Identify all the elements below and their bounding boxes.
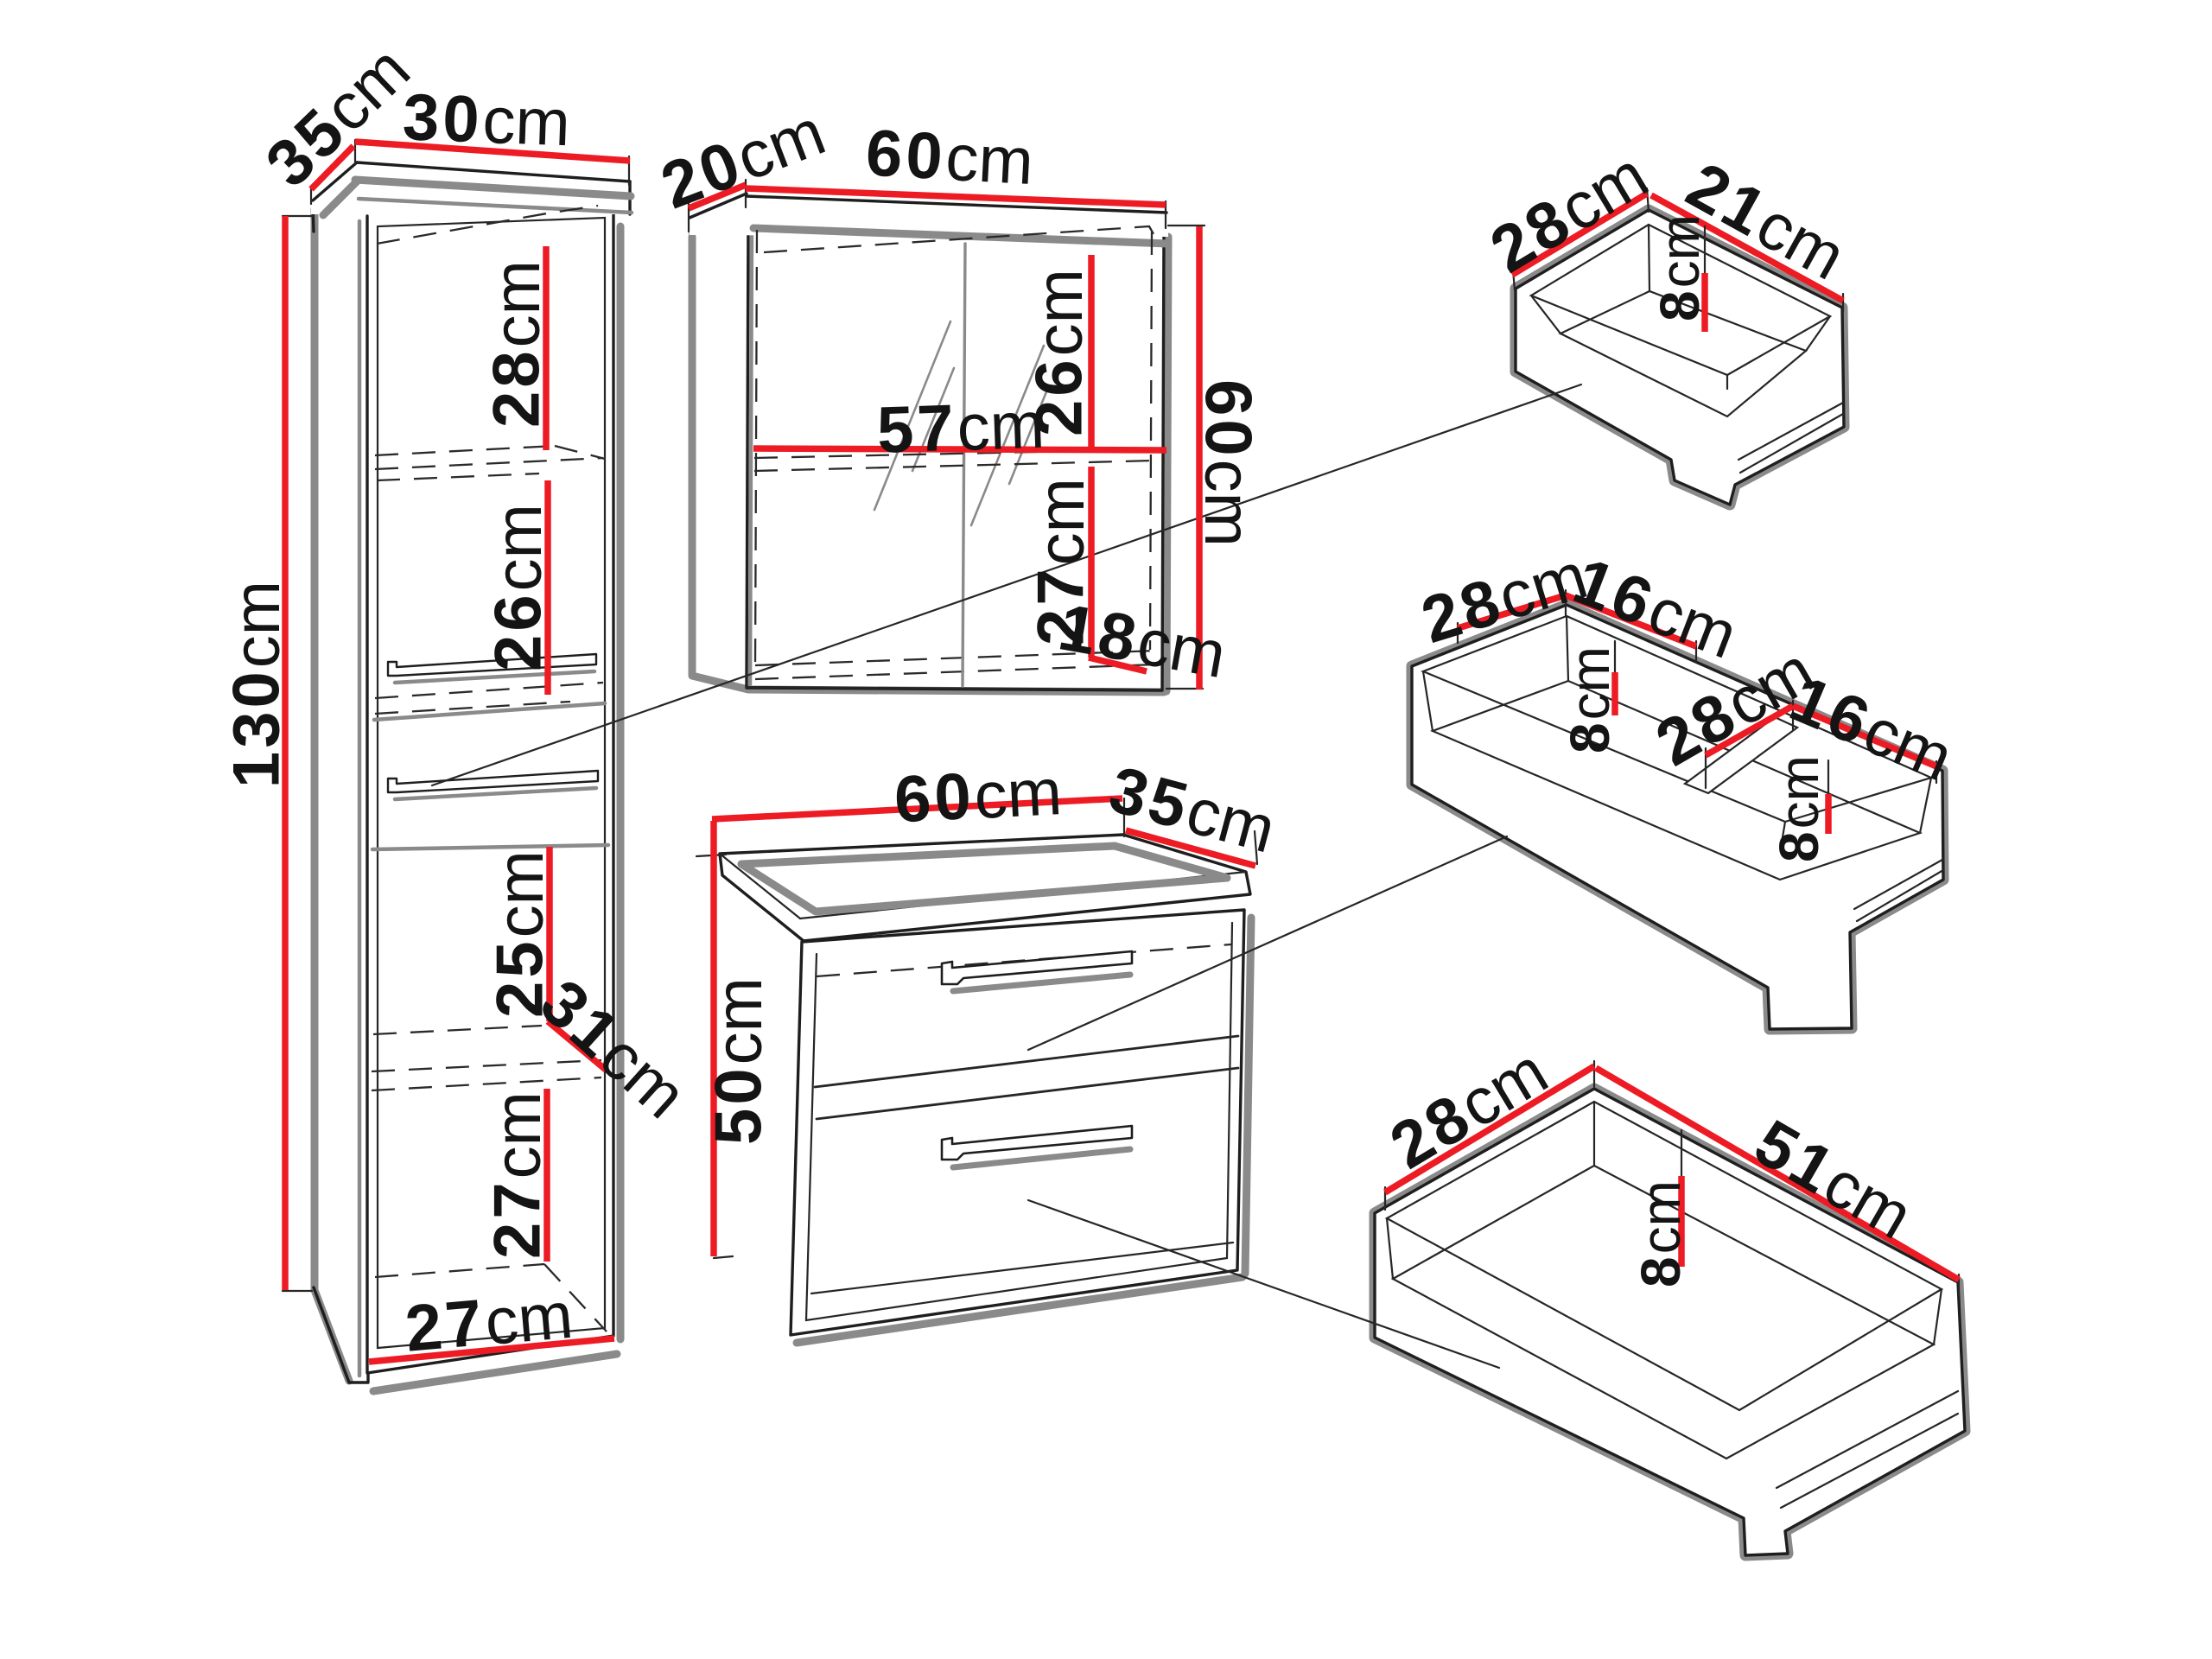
svg-text:27cm: 27cm bbox=[1025, 478, 1098, 645]
svg-text:30cm: 30cm bbox=[402, 80, 572, 160]
svg-text:8cm: 8cm bbox=[1768, 755, 1830, 862]
svg-text:8cm: 8cm bbox=[1630, 1180, 1692, 1287]
svg-text:27cm: 27cm bbox=[481, 1091, 555, 1259]
svg-text:60cm: 60cm bbox=[893, 754, 1064, 836]
svg-text:18cm: 18cm bbox=[1053, 590, 1231, 691]
svg-text:27cm: 27cm bbox=[403, 1278, 576, 1366]
svg-text:28cm: 28cm bbox=[480, 260, 554, 428]
svg-text:130cm: 130cm bbox=[220, 581, 294, 788]
svg-text:60cm: 60cm bbox=[864, 116, 1035, 198]
svg-text:25cm: 25cm bbox=[484, 850, 557, 1018]
svg-text:8cm: 8cm bbox=[1649, 214, 1711, 321]
svg-text:26cm: 26cm bbox=[482, 504, 556, 671]
svg-text:8cm: 8cm bbox=[1559, 646, 1621, 753]
svg-text:60cm: 60cm bbox=[1192, 379, 1265, 547]
svg-text:50cm: 50cm bbox=[702, 977, 776, 1145]
svg-text:26cm: 26cm bbox=[1023, 269, 1096, 436]
svg-text:57cm: 57cm bbox=[876, 388, 1046, 467]
